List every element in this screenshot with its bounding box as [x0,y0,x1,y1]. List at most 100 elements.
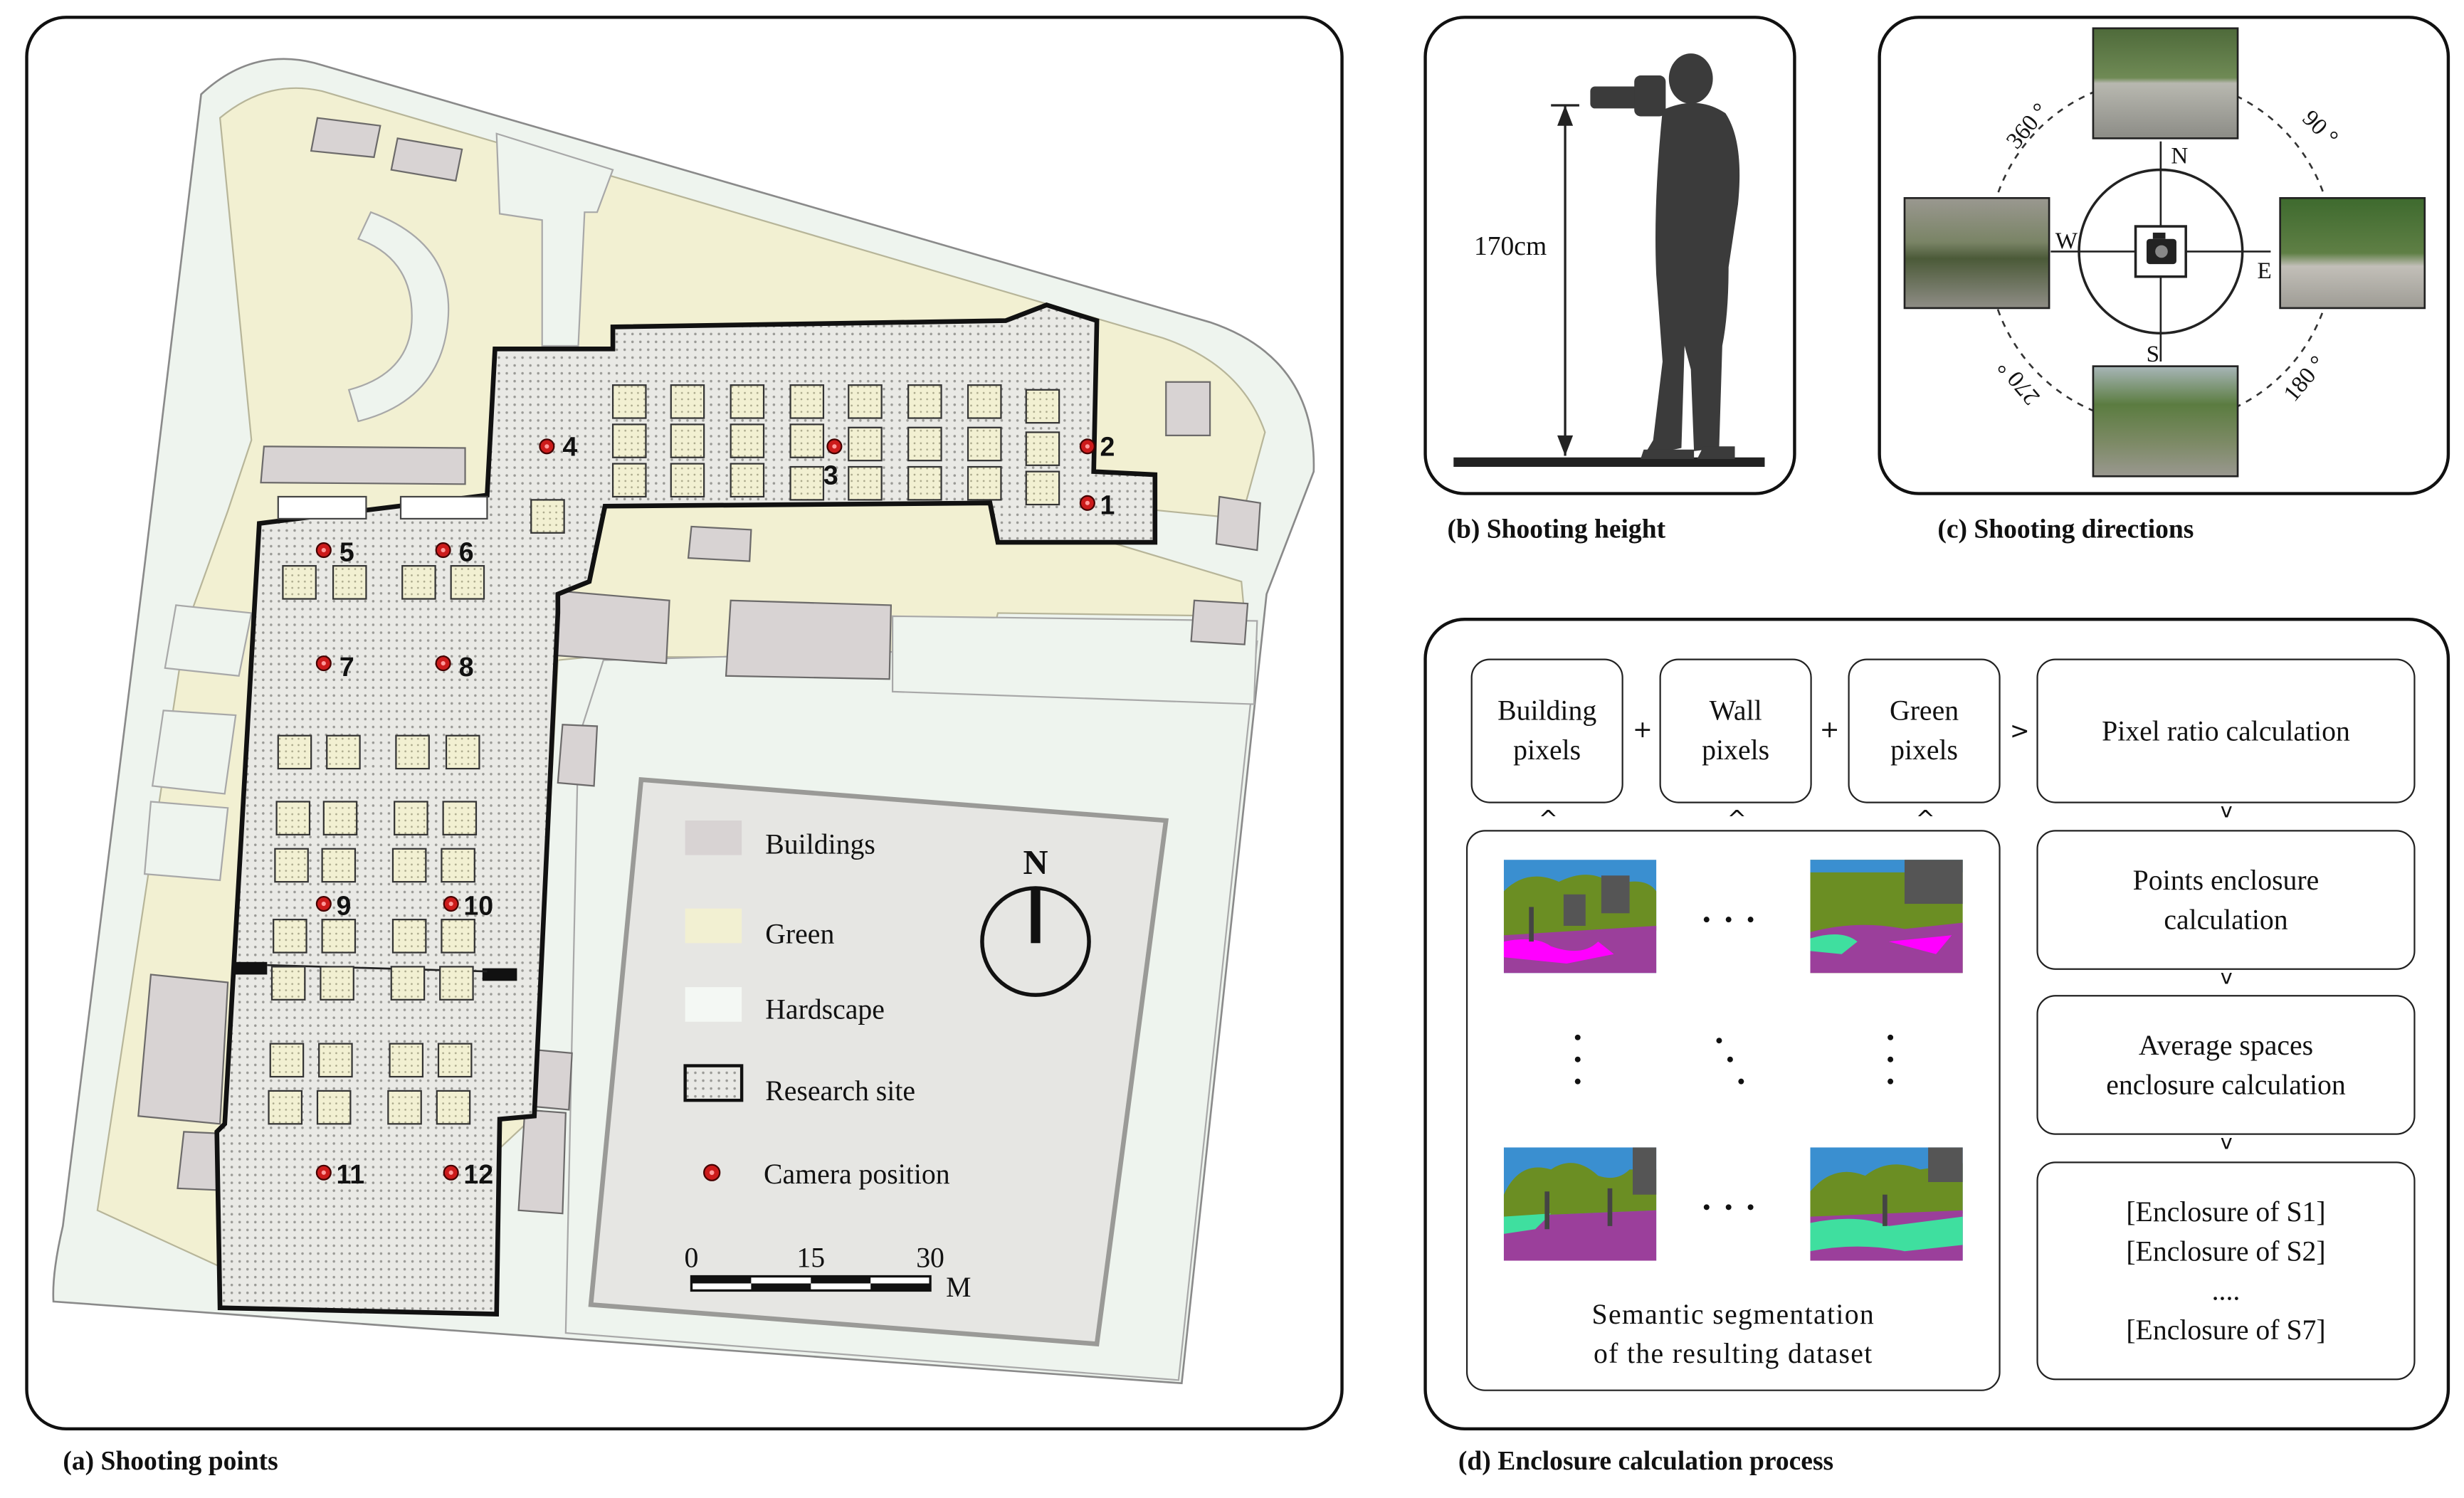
deg-90: 90 ° [2297,105,2344,152]
photographer-icon [1590,53,1740,459]
path-top [495,132,614,347]
tree-planter [1025,431,1060,466]
tree-planter [321,919,357,954]
arrow-down-3: v [2220,1132,2233,1156]
tree-planter [848,384,883,419]
legend-green-label: Green [765,918,834,949]
building-pixels-box: Building pixels [1470,658,1623,803]
tree-planter [273,919,307,954]
tree-planter [439,966,474,1001]
tree-planter [611,384,647,419]
tree-planter [332,565,367,600]
path-left [143,604,253,882]
seg-image-3 [1503,1147,1657,1261]
green-pixels-box: Green pixels [1848,658,2001,803]
tree-planter [394,801,428,835]
tree-planter [321,848,357,883]
path-right [891,615,1258,705]
caption-a: (a) Shooting points [63,1446,278,1477]
tree-planter [967,465,1002,501]
camera-point-label: 2 [1100,432,1115,462]
dir-e: E [2257,258,2271,284]
caret-green: ^ [1915,804,1936,833]
camera-point-label: 1 [1100,490,1115,519]
tree-planter [318,1043,353,1078]
tree-planter [730,423,765,458]
camera-point-label: 8 [459,652,474,682]
wall-pixels-box: Wall pixels [1659,658,1812,803]
legend-box [588,777,1169,1347]
tree-planter [670,384,705,419]
plus-1: + [1633,715,1653,744]
tree-planter [611,463,647,498]
scale-bar [690,1275,932,1292]
tree-planter [730,384,765,419]
tree-planter [390,966,426,1001]
tree-planter [391,848,427,883]
tree-planter [441,848,475,883]
camera-point-label: 7 [339,652,354,682]
tree-planter [389,1043,424,1078]
tree-planter [670,463,705,498]
seg-image-2 [1810,860,1963,974]
deg-270: 270 ° [1992,354,2045,410]
tree-planter [789,423,825,458]
legend-research-site-swatch [683,1064,744,1102]
tree-planter [848,426,883,462]
tree-planter [967,384,1002,419]
tree-planter [530,499,565,534]
average-enclosure-box: Average spaces enclosure calculation [2036,995,2416,1135]
tree-planter [269,1043,305,1078]
camera-point-label: 10 [463,891,493,921]
tree-planter [907,426,942,462]
tree-planter [907,465,942,501]
tree-planter [270,966,306,1001]
arrow-down-2: v [2220,966,2233,991]
deg-180: 180 ° [2278,351,2331,406]
legend-camera-label: Camera position [764,1159,950,1190]
legend-green-swatch [685,908,742,944]
tree-planter [967,426,1002,462]
caption-c: (c) Shooting directions [1937,514,2194,544]
divider-left [232,961,268,975]
shooting-directions-diagram: N S W E 360 ° 90 ° 180 ° 270 ° [1903,27,2426,478]
curved-path [347,211,450,423]
tree-planter [442,801,478,835]
tree-planter [436,1090,471,1125]
arrow-to-ratio: > [2009,717,2030,745]
legend-research-site-label: Research site [765,1075,915,1107]
dir-s: S [2147,341,2159,367]
camera-point-label: 3 [823,460,838,490]
legend-buildings-label: Buildings [765,828,875,860]
results-box: [Enclosure of S1] [Enclosure of S2] ....… [2036,1161,2416,1381]
caret-building: ^ [1538,804,1559,833]
dir-w: W [2055,228,2078,254]
pixel-ratio-box: Pixel ratio calculation [2036,658,2416,803]
camera-point-label: 11 [336,1159,364,1189]
tree-planter [907,384,942,419]
photo-south [2092,365,2239,478]
tree-planter [277,734,312,770]
scale-30: 30 [916,1242,944,1273]
tree-planter [391,919,427,954]
arrow-down-1: v [2220,800,2233,824]
legend-buildings-swatch [685,820,742,855]
plus-2: + [1819,715,1840,744]
tree-planter [445,734,480,770]
tree-planter [611,423,647,458]
caret-wall: ^ [1727,804,1747,833]
divider-right [482,968,517,981]
legend-hardscape-swatch [685,987,742,1022]
tree-planter [441,919,475,954]
ellipsis-dots [1574,917,1894,1210]
shooting-height-diagram: 170cm [1453,53,1765,468]
camera-point-label: 9 [336,891,351,921]
camera-point-label: 4 [562,432,577,462]
points-enclosure-box: Points enclosure calculation [2036,830,2416,970]
tree-planter [1025,389,1060,424]
segmentation-label: Semantic segmentation of the resulting d… [1591,1298,1875,1369]
dir-n: N [2171,143,2188,169]
